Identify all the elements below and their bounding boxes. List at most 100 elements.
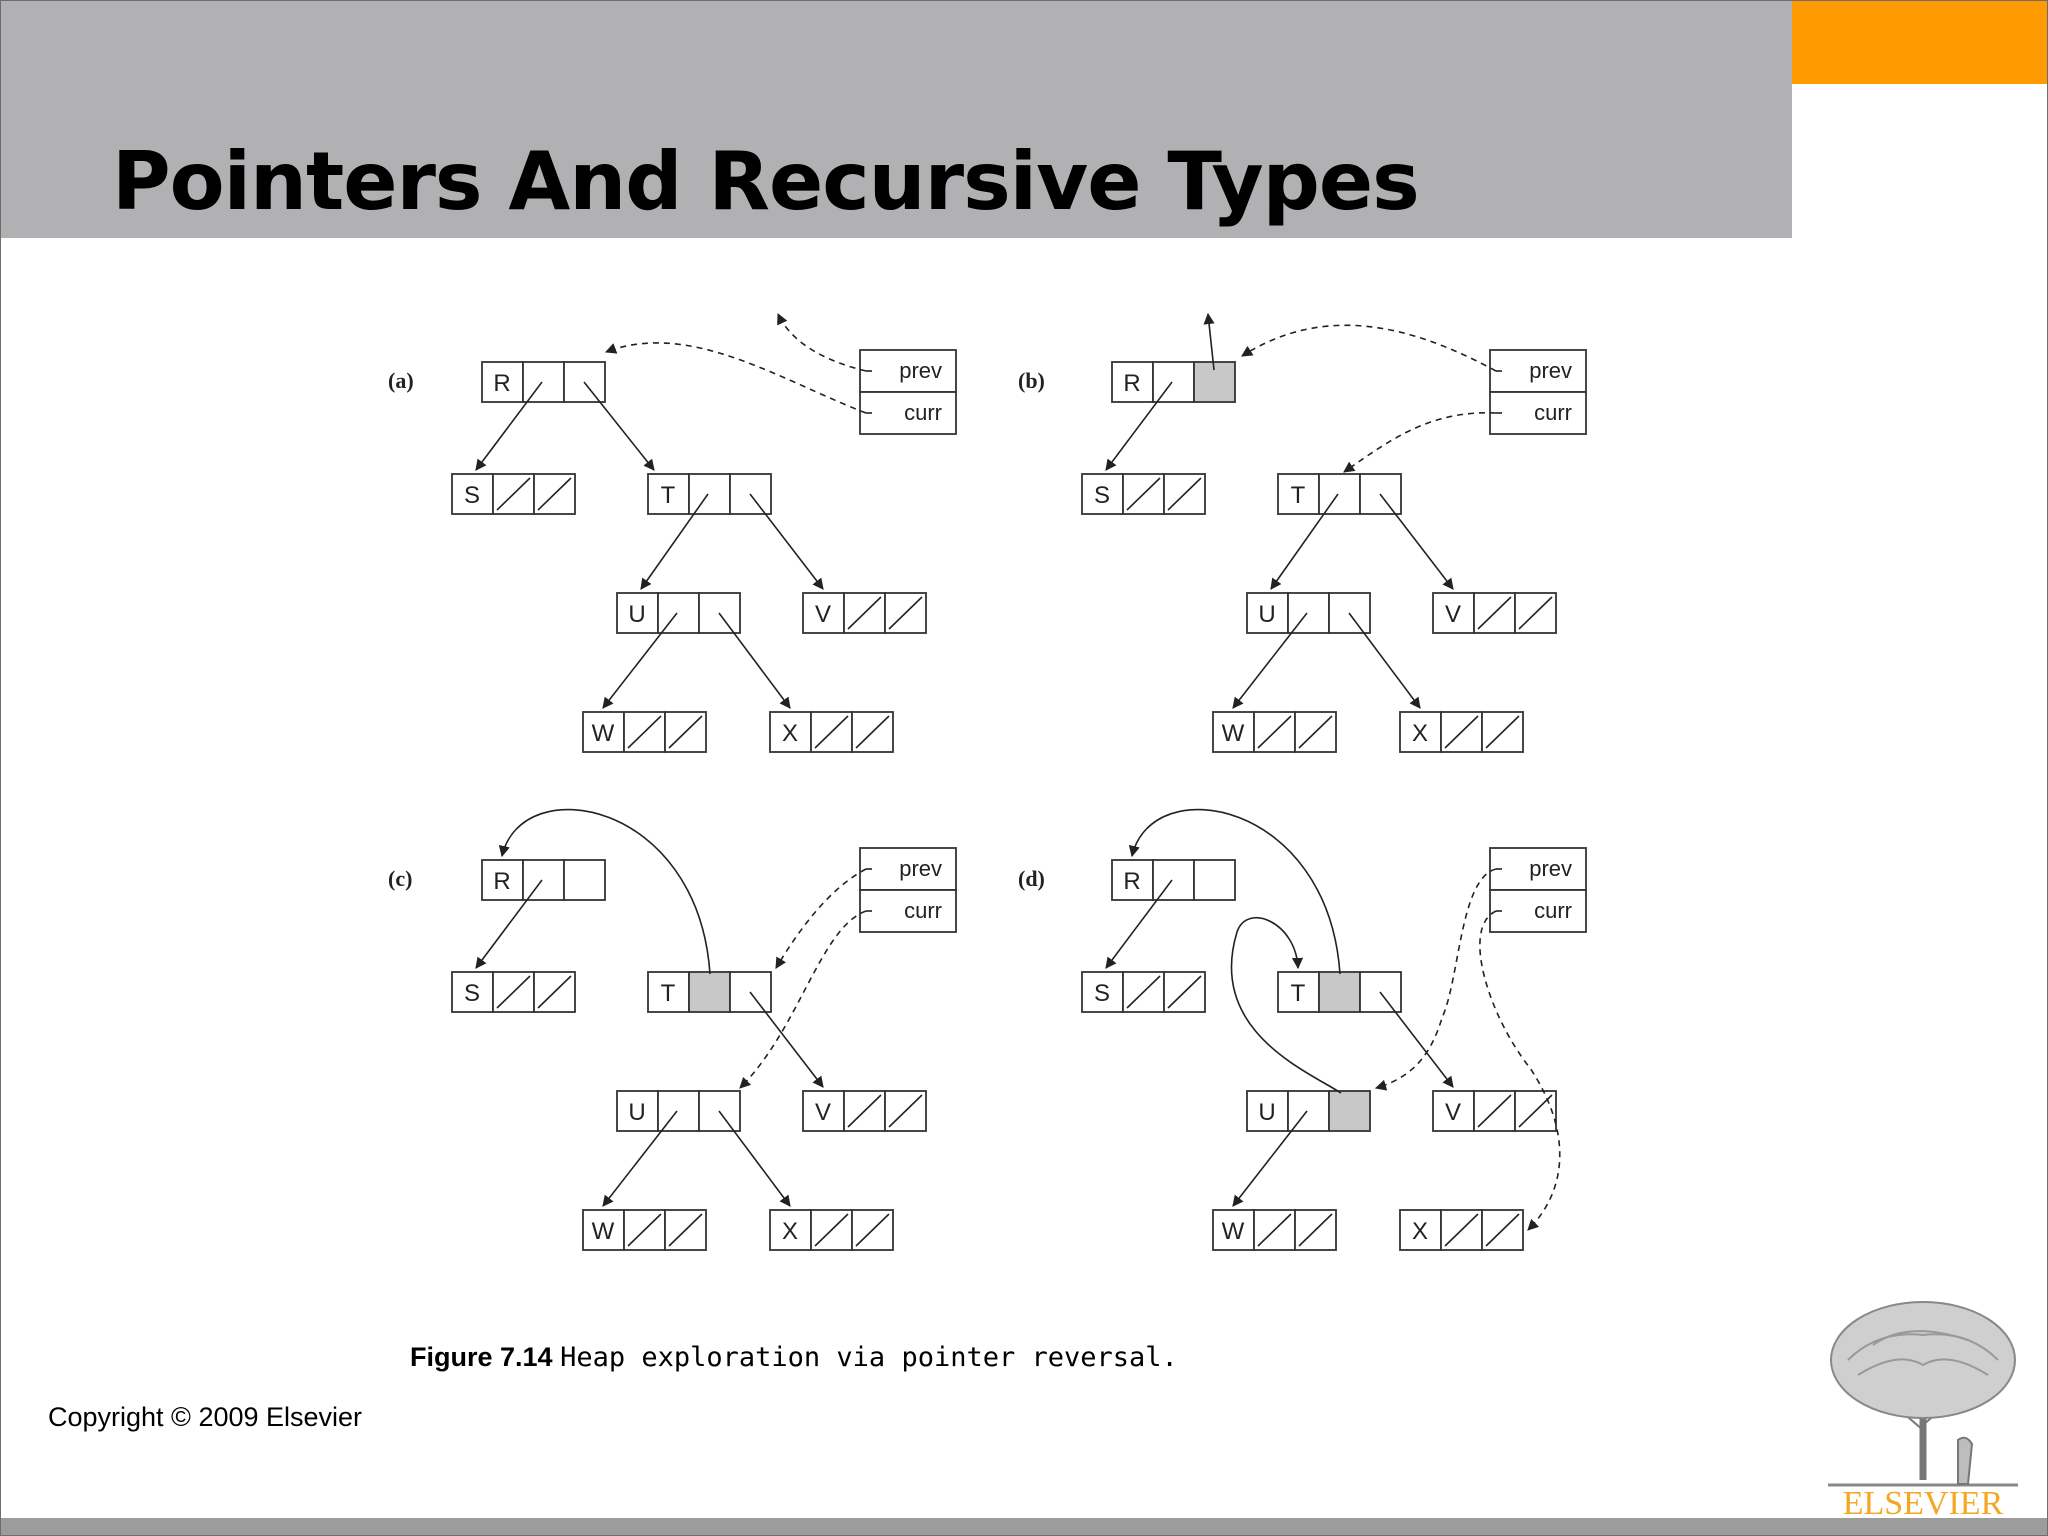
node-cell — [647, 971, 690, 1013]
prev-curr-box: prev curr — [859, 349, 957, 435]
null-pointer-slash — [1485, 1213, 1520, 1247]
prev-label: prev — [899, 358, 942, 383]
pointer-arrow — [602, 1110, 678, 1207]
node-label: V — [1445, 601, 1461, 628]
null-pointer-slash — [627, 1213, 662, 1247]
node-u: U — [1246, 1090, 1371, 1132]
node-cell — [1152, 361, 1195, 403]
node-s: S — [451, 971, 576, 1013]
publisher-wordmark: ELSEVIER — [1843, 1485, 2004, 1520]
node-label: U — [1258, 1099, 1275, 1126]
figure-caption: Figure 7.14 Heap exploration via pointer… — [410, 1342, 1178, 1373]
node-label: U — [1258, 601, 1275, 628]
pointer-arrow — [1232, 612, 1308, 709]
node-v: V — [802, 592, 927, 634]
figure-caption-text: Heap exploration via pointer reversal. — [560, 1342, 1178, 1373]
node-label: S — [1094, 482, 1110, 509]
prev-label: prev — [899, 856, 942, 881]
node-label: V — [815, 1099, 831, 1126]
node-u: U — [616, 1090, 741, 1132]
pointer-arrow — [718, 1110, 791, 1207]
panel-label: (c) — [388, 866, 412, 891]
publisher-logo: ELSEVIER — [1828, 1301, 2018, 1520]
node-label: R — [1123, 868, 1140, 895]
null-pointer-slash — [855, 1213, 890, 1247]
null-pointer-slash — [1444, 1213, 1479, 1247]
node-cell — [802, 1090, 845, 1132]
figure-caption-label: Figure 7.14 — [410, 1342, 553, 1372]
pointer-arrow — [749, 493, 824, 590]
null-pointer-slash — [1126, 477, 1161, 511]
bottom-rule — [0, 1518, 2048, 1536]
node-v: V — [1432, 592, 1557, 634]
node-r: R — [481, 361, 606, 403]
node-cell — [1287, 592, 1330, 634]
pointer-arrow — [602, 612, 678, 709]
node-x: X — [769, 711, 894, 753]
node-s: S — [451, 473, 576, 515]
node-r: R — [1111, 859, 1236, 901]
reversed-pointer-arrow — [498, 808, 711, 975]
pointer-arrow — [1348, 612, 1421, 709]
null-pointer-slash — [537, 477, 572, 511]
panel-label: (b) — [1018, 368, 1045, 393]
prev-dashed-arrow — [777, 312, 867, 372]
node-cell — [688, 473, 731, 515]
pointer-arrow — [583, 381, 655, 471]
node-w: W — [1212, 711, 1337, 753]
node-label: V — [815, 601, 831, 628]
prev-label: prev — [1529, 358, 1572, 383]
curr-cell — [859, 889, 957, 933]
null-pointer-slash — [1167, 477, 1202, 511]
node-cell — [1432, 1090, 1475, 1132]
node-label: W — [592, 720, 615, 747]
null-pointer-slash — [1298, 715, 1333, 749]
node-cell — [1277, 473, 1320, 515]
null-pointer-slash — [855, 715, 890, 749]
curr-cell — [1489, 889, 1587, 933]
null-pointer-slash — [814, 715, 849, 749]
node-t: T — [1277, 473, 1402, 515]
node-cell — [451, 971, 494, 1013]
null-pointer-slash — [627, 715, 662, 749]
pointer-arrow — [718, 612, 791, 709]
header-bar — [0, 0, 1792, 238]
pointer-arrow — [1270, 493, 1339, 590]
reversed-pointer-arrow — [1230, 916, 1342, 1094]
pointer-arrow — [475, 879, 543, 969]
node-label: W — [1222, 720, 1245, 747]
prev-dashed-arrow — [775, 868, 867, 969]
null-pointer-slash — [1257, 1213, 1292, 1247]
null-pointer-slash — [814, 1213, 849, 1247]
node-label: R — [493, 868, 510, 895]
curr-dashed-arrow — [604, 342, 867, 414]
copyright-notice: Copyright © 2009 Elsevier — [48, 1402, 363, 1432]
node-label: X — [782, 720, 798, 747]
null-pointer-slash — [1477, 596, 1512, 630]
node-label: T — [661, 482, 676, 509]
node-label: T — [1291, 482, 1306, 509]
node-cell — [522, 361, 565, 403]
reversed-pointer-arrow — [1128, 808, 1341, 975]
node-cell — [729, 473, 772, 515]
curr-label: curr — [904, 400, 942, 425]
null-pointer-slash — [847, 1094, 882, 1128]
panel-label: (a) — [388, 368, 414, 393]
node-label: W — [592, 1218, 615, 1245]
node-cell — [688, 971, 731, 1013]
null-pointer-slash — [888, 1094, 923, 1128]
null-pointer-slash — [1518, 1094, 1553, 1128]
pointer-arrow — [1232, 1110, 1308, 1207]
node-label: S — [1094, 980, 1110, 1007]
node-u: U — [616, 592, 741, 634]
null-pointer-slash — [1485, 715, 1520, 749]
slide-title: Pointers And Recursive Types — [112, 135, 1420, 228]
node-label: U — [628, 601, 645, 628]
null-pointer-slash — [1126, 975, 1161, 1009]
